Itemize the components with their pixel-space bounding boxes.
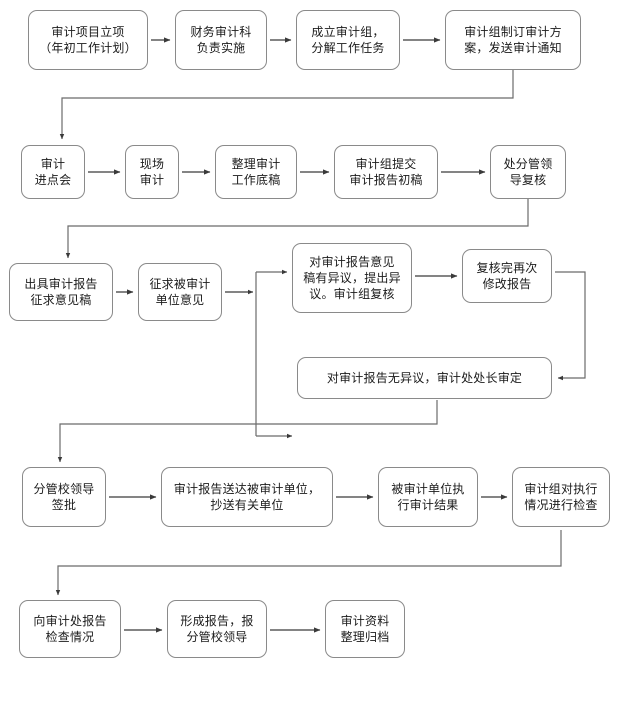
node-zhiding-shenji-fangan[interactable]: 审计组制订审计方 案，发送审计通知 — [445, 10, 581, 70]
node-shenji-jindianhui[interactable]: 审计 进点会 — [21, 145, 85, 199]
edge-n14-n15 — [57, 400, 438, 463]
node-fenguan-lingdao-fuhe[interactable]: 处分管领 导复核 — [490, 145, 566, 199]
node-shenjizu-jiancha[interactable]: 审计组对执行 情况进行检查 — [512, 467, 610, 527]
node-wuyiyi-shending[interactable]: 对审计报告无异议，审计处处长审定 — [297, 357, 552, 399]
node-zhengli-digao[interactable]: 整理审计 工作底稿 — [215, 145, 297, 199]
node-zhengqiu-danwei-yijian[interactable]: 征求被审计 单位意见 — [138, 263, 222, 321]
node-baogao-jiancha-qingkuang[interactable]: 向审计处报告 检查情况 — [19, 600, 121, 658]
edge-n18-n19 — [55, 530, 562, 596]
node-caiwu-shenjike[interactable]: 财务审计科 负责实施 — [175, 10, 267, 70]
node-baogao-songda-danwei[interactable]: 审计报告送达被审计单位， 抄送有关单位 — [161, 467, 333, 527]
node-shenji-xiangmu-lixiang[interactable]: 审计项目立项 （年初工作计划） — [28, 10, 148, 70]
node-xianchang-shenji[interactable]: 现场 审计 — [125, 145, 179, 199]
node-zhixing-shenji-jieguo[interactable]: 被审计单位执 行审计结果 — [378, 467, 478, 527]
node-fenguan-xiaolingdao-qianpi[interactable]: 分管校领导 签批 — [22, 467, 106, 527]
node-tijiao-baogao-chugao[interactable]: 审计组提交 审计报告初稿 — [334, 145, 438, 199]
edge-n13-n14 — [555, 271, 586, 381]
node-ziliao-guidang[interactable]: 审计资料 整理归档 — [325, 600, 405, 658]
node-chengli-shenjizu[interactable]: 成立审计组， 分解工作任务 — [296, 10, 400, 70]
node-xingcheng-baogao[interactable]: 形成报告，报 分管校领导 — [167, 600, 267, 658]
edge-n4-n5 — [59, 70, 514, 140]
node-fuhewan-xiugai-baogao[interactable]: 复核完再次 修改报告 — [462, 249, 552, 303]
node-chuju-zhengqiu-yijiangao[interactable]: 出具审计报告 征求意见稿 — [9, 263, 113, 321]
node-youyiyi-fuhe[interactable]: 对审计报告意见 稿有异议，提出异 议。审计组复核 — [292, 243, 412, 313]
